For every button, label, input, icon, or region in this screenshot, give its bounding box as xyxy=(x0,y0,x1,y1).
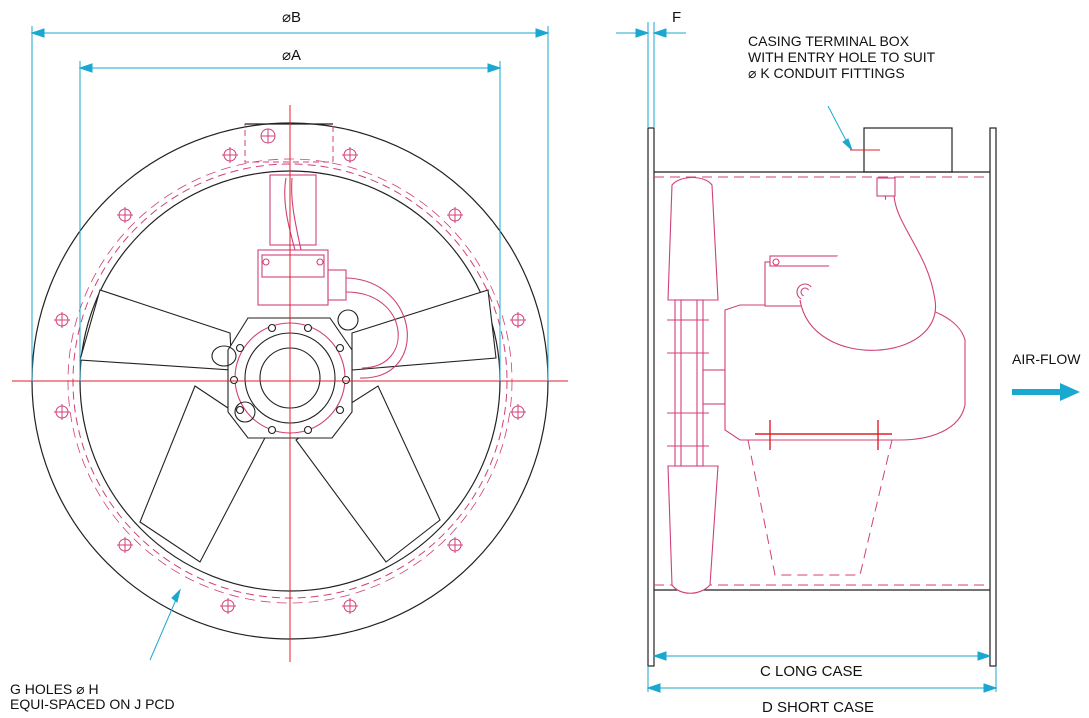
bolt-hole xyxy=(117,207,133,223)
airflow-arrow xyxy=(1012,383,1080,401)
side-blade xyxy=(667,176,726,594)
dim-d-label: D SHORT CASE xyxy=(762,699,874,716)
front-view xyxy=(12,105,568,662)
side-motor xyxy=(724,177,966,441)
bolt-hole xyxy=(222,147,238,163)
dim-c-label: C LONG CASE xyxy=(760,663,863,680)
holes-note-line2: EQUI-SPACED ON J PCD xyxy=(10,696,175,712)
bolt-hole xyxy=(510,404,526,420)
dim-a-label: ⌀A xyxy=(282,47,301,64)
bolt-hole xyxy=(447,207,463,223)
bolt-hole xyxy=(342,598,358,614)
bolt-hole xyxy=(220,598,236,614)
airflow-label: AIR-FLOW xyxy=(1012,351,1081,367)
bolt-hole xyxy=(510,312,526,328)
front-motor-terminal xyxy=(257,174,408,379)
bolt-hole xyxy=(54,312,70,328)
side-flange-marks xyxy=(755,420,892,450)
holes-leader xyxy=(149,594,179,661)
terminal-note-line2: WITH ENTRY HOLE TO SUIT xyxy=(748,49,936,65)
dim-f-label: F xyxy=(672,9,681,26)
blade-left xyxy=(79,289,233,371)
bolt-hole xyxy=(447,537,463,553)
bolt-hole xyxy=(54,404,70,420)
side-view xyxy=(647,127,997,667)
bolt-hole xyxy=(117,537,133,553)
blade-right xyxy=(351,289,497,371)
side-dimensions xyxy=(616,22,998,693)
casing xyxy=(647,127,997,667)
terminal-note-line3: ⌀ K CONDUIT FITTINGS xyxy=(748,65,905,81)
dim-b-label: ⌀B xyxy=(282,9,301,26)
side-motor-foot xyxy=(747,439,893,576)
front-dimensions xyxy=(30,26,550,661)
front-terminal-box xyxy=(244,123,334,163)
bolt-holes xyxy=(54,147,526,614)
front-centerlines xyxy=(12,105,568,662)
bolt-hole xyxy=(342,147,358,163)
holes-note-line1: G HOLES ⌀ H xyxy=(10,681,99,697)
terminal-note-line1: CASING TERMINAL BOX xyxy=(748,33,910,49)
fan-hub xyxy=(211,309,359,439)
